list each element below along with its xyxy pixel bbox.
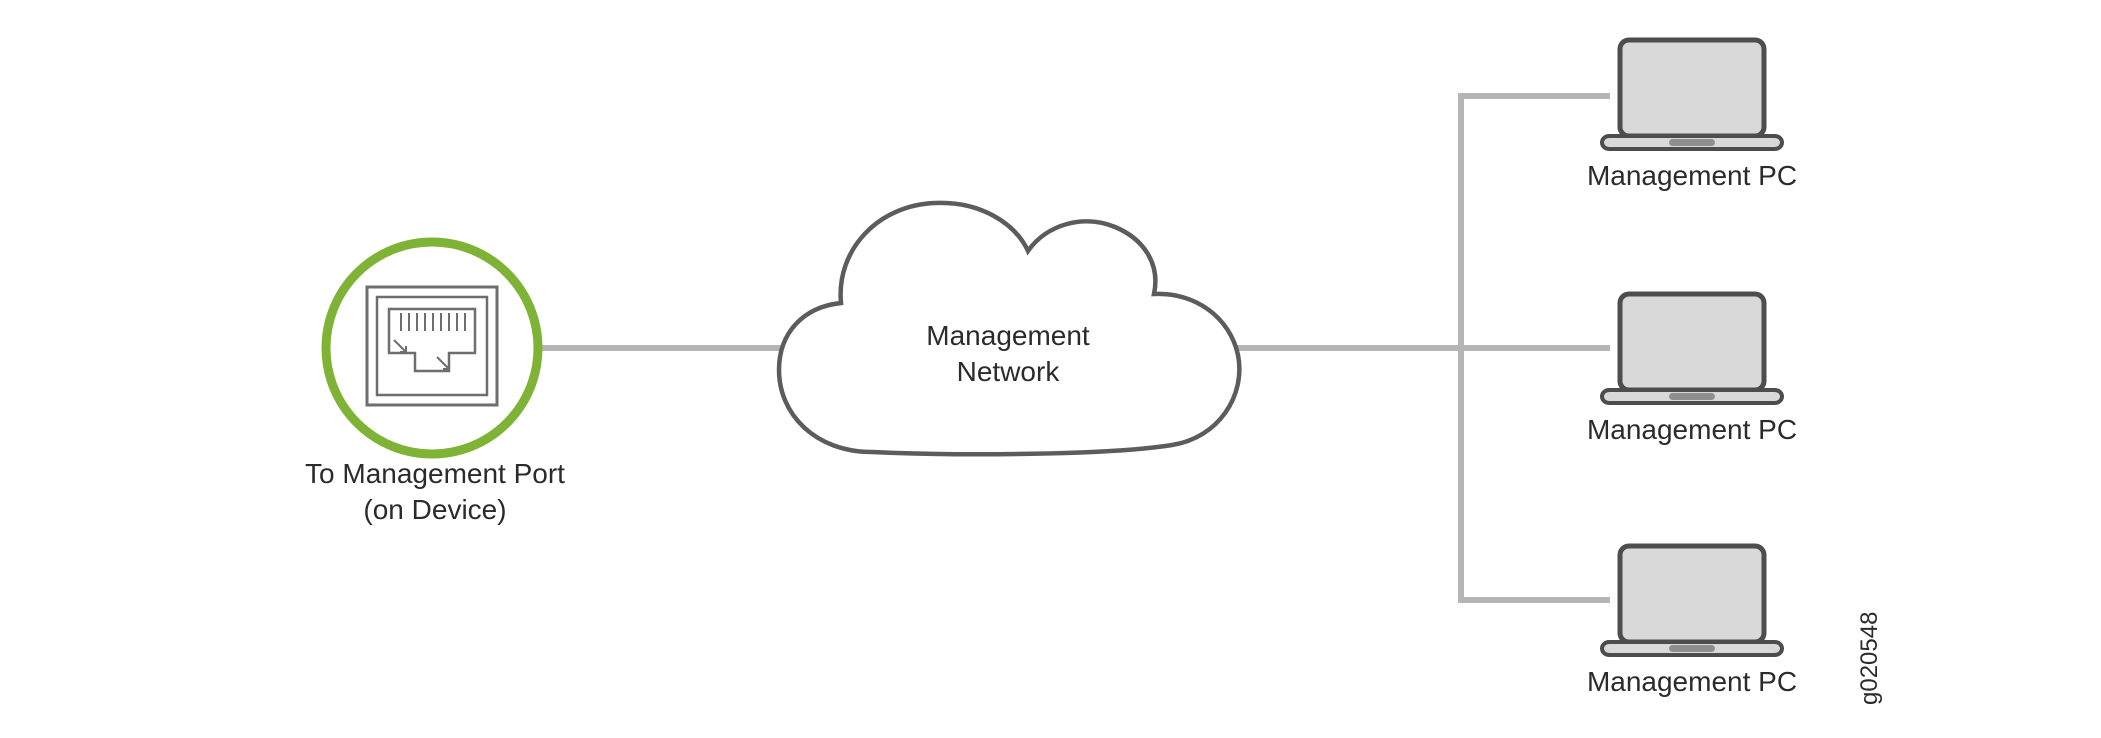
management-port-icon [321, 237, 543, 459]
cloud-icon [776, 200, 1242, 457]
rj45-jack-icon [387, 307, 477, 373]
rj45-pins [400, 313, 466, 331]
pc-label-2: Management PC [1586, 414, 1798, 445]
port-label: To Management Port (on Device) [235, 456, 635, 528]
cloud-label: Management Network [858, 318, 1158, 390]
laptop-icon [1602, 40, 1782, 149]
laptop-icon [1602, 546, 1782, 655]
figure-id: g020548 [1856, 611, 1883, 705]
laptop-icon [1602, 294, 1782, 403]
cloud-label-line1: Management [926, 320, 1090, 351]
pc-label-3: Management PC [1586, 666, 1798, 697]
pc-label-1: Management PC [1586, 160, 1798, 191]
port-arrow-marks [393, 339, 450, 370]
port-label-line2: (on Device) [363, 494, 507, 525]
cloud-label-line2: Network [956, 356, 1060, 387]
port-label-line1: To Management Port [305, 458, 565, 489]
